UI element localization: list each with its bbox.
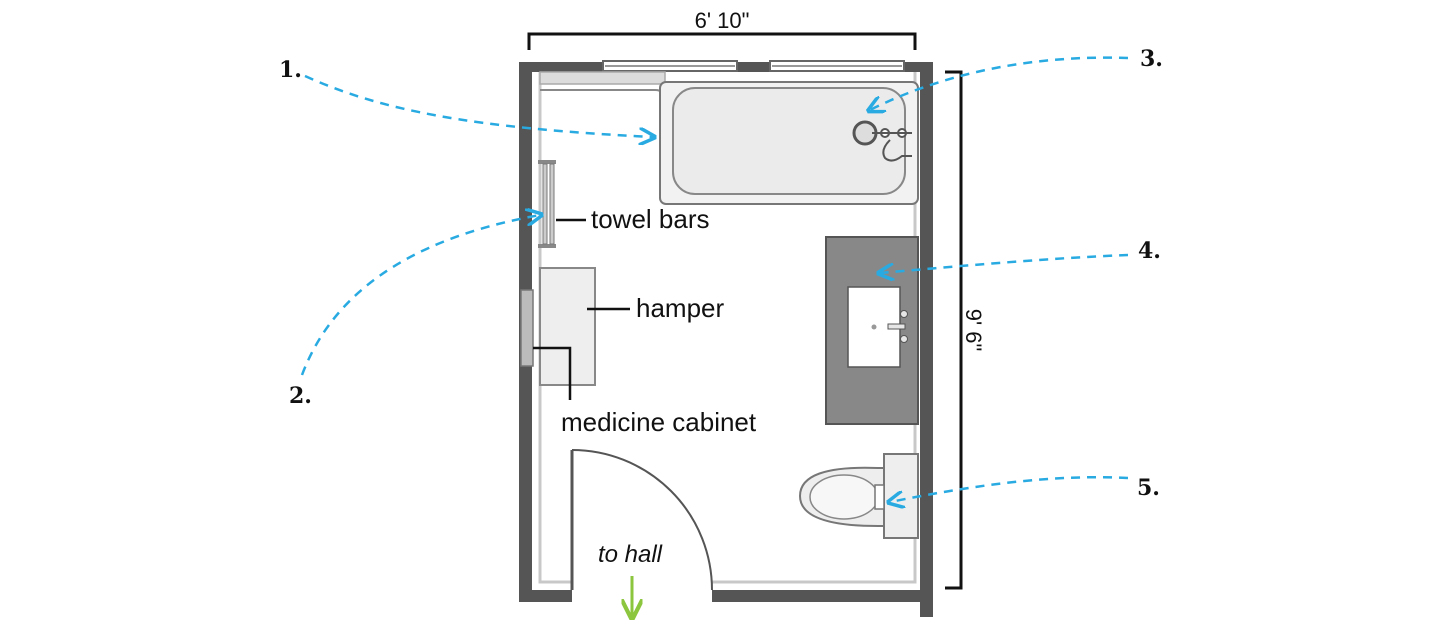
vanity bbox=[825, 236, 919, 425]
callout-arrow-3 bbox=[870, 56, 1129, 110]
medicine-cabinet-leader bbox=[533, 346, 572, 400]
to-hall-label: to hall bbox=[598, 541, 663, 568]
callout-number-3: 3. bbox=[1140, 46, 1163, 72]
window-left bbox=[602, 60, 738, 72]
bathtub bbox=[659, 81, 919, 205]
callout-number-1: 1. bbox=[279, 57, 302, 83]
inner-trim bbox=[538, 72, 572, 584]
callout-number-2: 2. bbox=[289, 383, 312, 409]
width-dimension: 6' 10" bbox=[527, 8, 917, 50]
toilet-seat bbox=[809, 474, 879, 520]
callout-number-5: 5. bbox=[1137, 475, 1160, 501]
towel-bars-label: towel bars bbox=[591, 204, 710, 234]
hamper bbox=[539, 267, 596, 386]
faucet-handle-icon bbox=[900, 310, 908, 318]
callout-arrow-1 bbox=[304, 74, 653, 137]
length-dimension-label: 9' 6" bbox=[961, 309, 986, 352]
medicine-cabinet bbox=[520, 289, 534, 367]
towel-bars bbox=[538, 160, 556, 248]
toilet-tank bbox=[883, 453, 919, 539]
door bbox=[570, 449, 713, 591]
faucet-spout-icon bbox=[887, 323, 906, 330]
window-right bbox=[769, 60, 905, 72]
length-dimension: 9' 6" bbox=[945, 70, 986, 590]
hamper-label: hamper bbox=[636, 293, 724, 323]
shower-hose-icon bbox=[882, 139, 912, 162]
callout-arrow-2 bbox=[300, 215, 540, 376]
faucet-handle-icon-2 bbox=[900, 335, 908, 343]
callout-arrow-5 bbox=[890, 475, 1129, 502]
shelf-ledge bbox=[539, 71, 666, 85]
medicine-cabinet-label: medicine cabinet bbox=[561, 407, 757, 437]
width-dimension-label: 6' 10" bbox=[695, 8, 750, 33]
sink-drain-icon bbox=[871, 324, 877, 330]
callout-number-4: 4. bbox=[1138, 238, 1161, 264]
